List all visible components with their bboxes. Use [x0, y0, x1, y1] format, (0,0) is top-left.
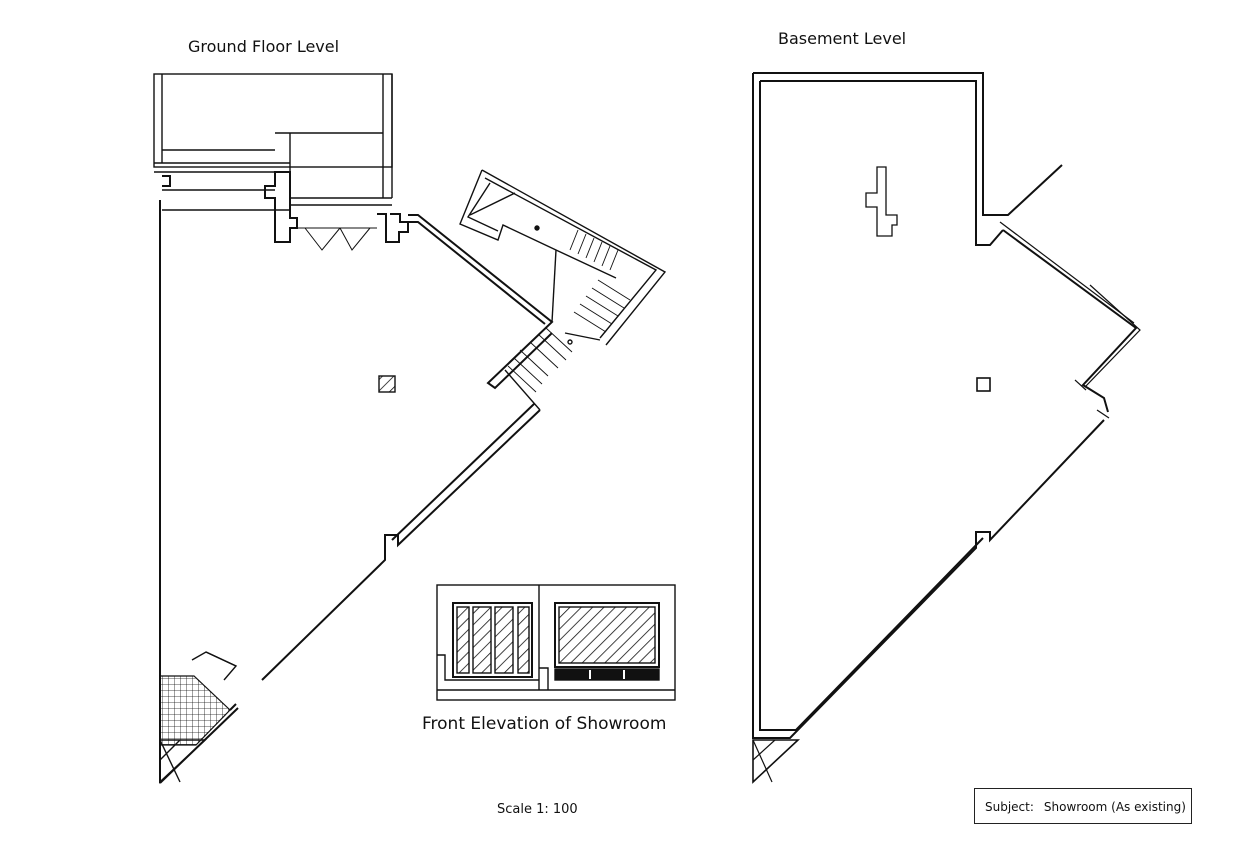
front-elevation — [436, 584, 676, 701]
entrance-doors — [297, 227, 377, 251]
subject-title-block: Subject: Showroom (As existing) — [974, 788, 1192, 824]
basement-stair-void — [865, 166, 898, 237]
entrance-piers — [162, 171, 409, 243]
elevation-door — [452, 602, 533, 678]
showroom-walls — [159, 200, 554, 784]
subject-label: Subject: — [985, 800, 1034, 814]
subject-line: Subject: Showroom (As existing) — [985, 800, 1186, 814]
stair-block — [459, 169, 667, 411]
basement-plan — [752, 72, 1141, 784]
subject-value: Showroom (As existing) — [1043, 800, 1186, 814]
ground-floor-plan — [153, 73, 667, 784]
corner-kiosk — [159, 651, 238, 784]
elevation-title: Front Elevation of Showroom — [422, 714, 667, 734]
rear-annex — [153, 73, 393, 211]
ground-floor-title: Ground Floor Level — [188, 37, 340, 56]
scale-label: Scale 1: 100 — [497, 802, 578, 817]
basement-column — [976, 377, 991, 392]
elevation-window — [554, 602, 660, 681]
basement-title: Basement Level — [778, 29, 907, 48]
column — [378, 375, 396, 393]
